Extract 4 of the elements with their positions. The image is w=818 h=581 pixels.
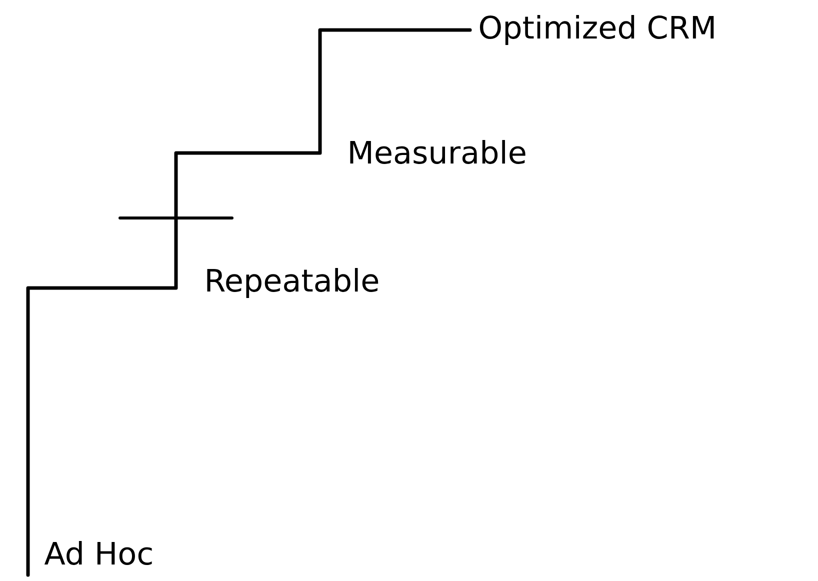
step-label: Optimized CRM xyxy=(480,15,714,45)
step-label: Repeatable xyxy=(207,268,378,298)
step-label: Measurable xyxy=(350,140,526,164)
step-label: Ad Hoc xyxy=(44,541,152,565)
